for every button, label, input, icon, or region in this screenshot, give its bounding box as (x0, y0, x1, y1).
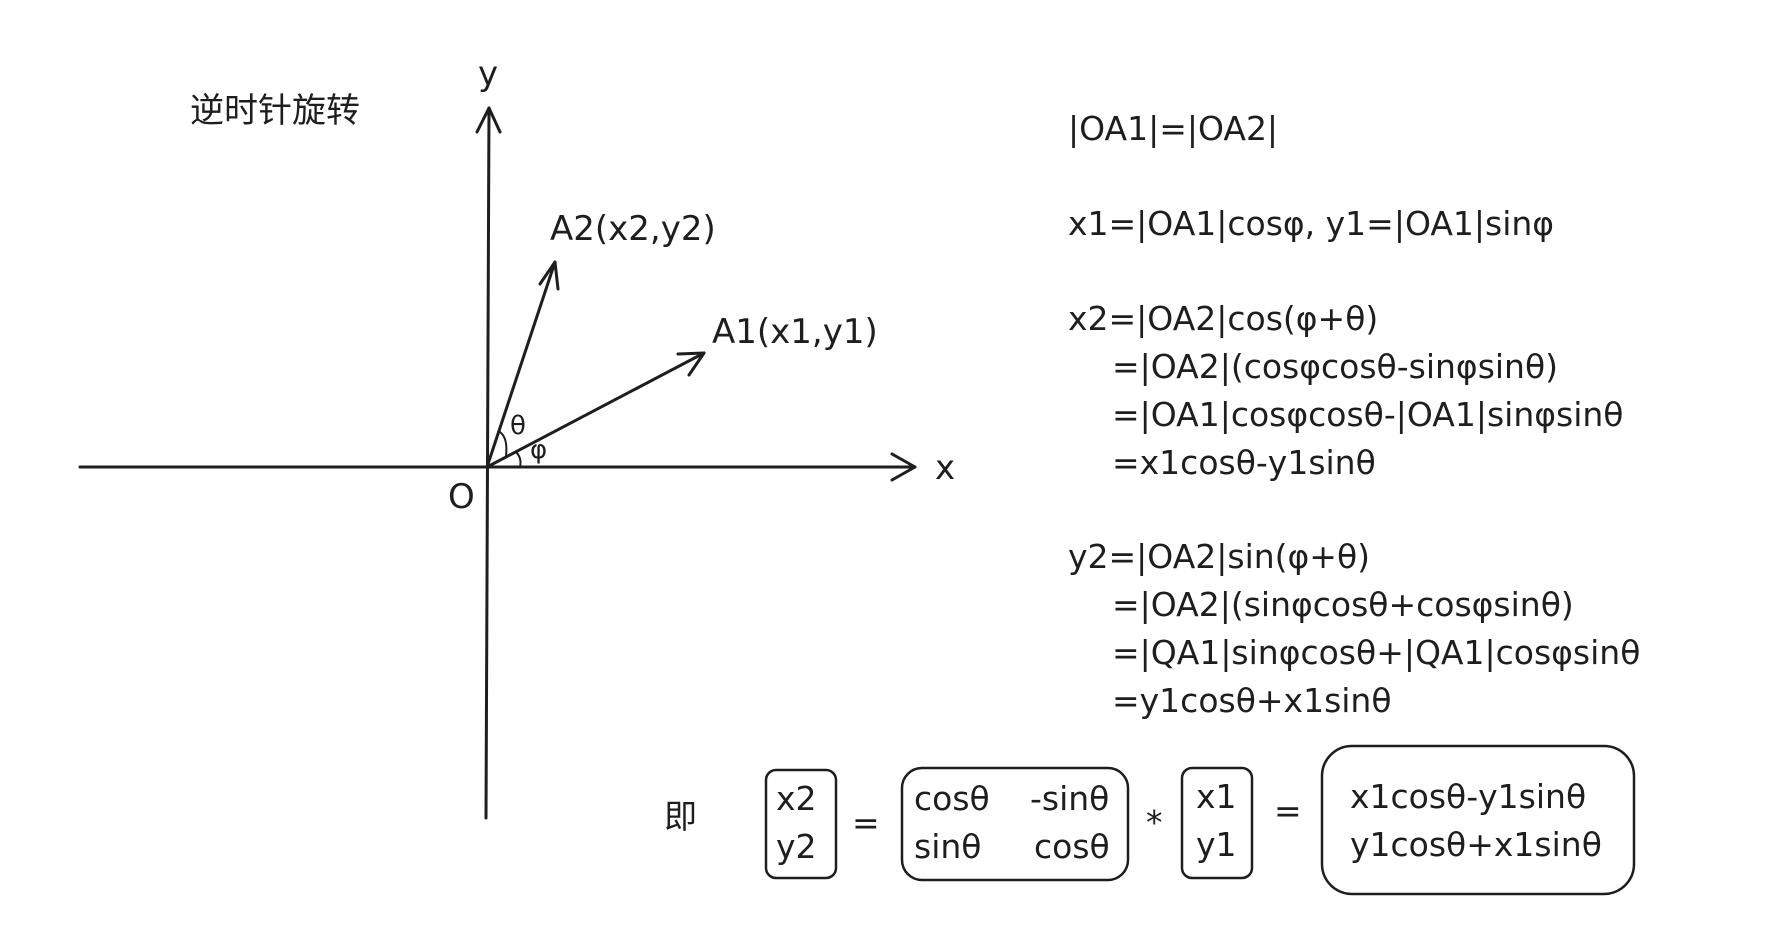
equation-line: |OA1|=|OA2| (1068, 109, 1278, 148)
equation-line: =x1cosθ-y1sinθ (1112, 443, 1376, 482)
phi-arc (515, 451, 522, 468)
matrix-equation: 即 x2 y2 = cosθ -sinθ sinθ cosθ * x1 y1 =… (664, 744, 1636, 896)
result-entry: x1cosθ-y1sinθ (1350, 777, 1586, 816)
phi-label: φ (530, 435, 547, 465)
multiply-sign: * (1146, 803, 1163, 842)
equation-line: x1=|OA1|cosφ, y1=|OA1|sinφ (1068, 204, 1554, 243)
theta-arc (499, 431, 508, 457)
x-axis-label: x (935, 448, 955, 488)
equation-line: =|OA2|(sinφcosθ+cosφsinθ) (1112, 585, 1574, 624)
rotation-matrix-box (900, 766, 1130, 882)
rotation-entry: cosθ (1034, 827, 1110, 866)
equation-line: x2=|OA2|cos(φ+θ) (1068, 299, 1378, 338)
equation-line: =|OA2|(cosφcosθ-sinφsinθ) (1112, 347, 1558, 386)
rotation-entry: -sinθ (1030, 779, 1109, 818)
vector-oa2 (485, 260, 560, 469)
point-a1-label: A1(x1,y1) (712, 312, 878, 352)
derivation: |OA1|=|OA2| x1=|OA1|cosφ, y1=|OA1|sinφ x… (1068, 109, 1640, 720)
input-vector-box (1180, 766, 1254, 880)
rotation-entry: cosθ (914, 779, 990, 818)
x-axis-arrowhead (890, 452, 917, 482)
y-axis-label: y (478, 54, 498, 94)
equation-line: y2=|OA2|sin(φ+θ) (1068, 537, 1370, 576)
vector-oa1 (485, 351, 706, 469)
lhs-entry: x2 (776, 779, 817, 818)
point-a2-label: A2(x2,y2) (550, 209, 716, 249)
equation-line: =|OA1|cosφcosθ-|OA1|sinφsinθ (1112, 395, 1623, 434)
theta-label: θ (510, 411, 526, 441)
rotation-entry: sinθ (914, 827, 981, 866)
origin-label: O (448, 477, 475, 517)
diagram-title: 逆时针旋转 (190, 91, 360, 131)
matrix-prefix: 即 (664, 797, 697, 836)
input-entry: y1 (1196, 825, 1237, 864)
equation-line: =y1cosθ+x1sinθ (1112, 681, 1392, 720)
equation-line: =|QA1|sinφcosθ+|QA1|cosφsinθ (1112, 633, 1640, 672)
result-box (1320, 744, 1636, 896)
input-entry: x1 (1196, 777, 1237, 816)
y-axis-arrowhead (475, 106, 502, 134)
lhs-entry: y2 (776, 827, 817, 866)
equals-sign: = (1274, 791, 1302, 830)
lhs-vector-box (764, 768, 838, 880)
result-entry: y1cosθ+x1sinθ (1350, 825, 1602, 864)
equals-sign: = (852, 803, 880, 842)
